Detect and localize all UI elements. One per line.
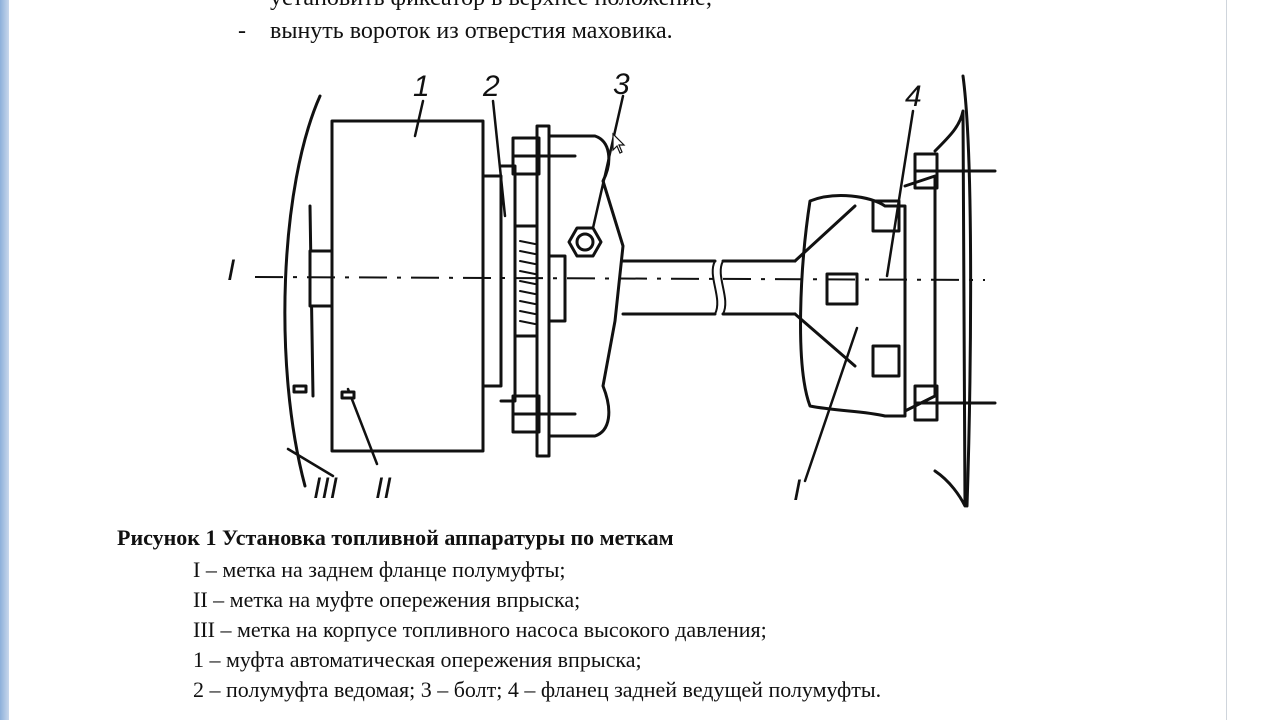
legend-item: I – метка на заднем фланце полумуфты; <box>193 557 566 582</box>
callout-4: 4 <box>905 80 922 113</box>
coupling-body <box>547 134 625 438</box>
mark-label-ii: II <box>375 472 392 505</box>
callout-3: 3 <box>613 68 630 101</box>
bullet-item: -вынуть вороток из отверстия маховика. <box>238 17 673 45</box>
drive-half-coupling <box>799 194 907 418</box>
window-left-edge <box>0 0 9 720</box>
legend-item: 1 – муфта автоматическая опережения впры… <box>193 647 642 672</box>
callout-2: 2 <box>482 70 500 103</box>
technical-drawing: I 1 2 3 4 III II I <box>215 66 1005 521</box>
bolt-3 <box>567 226 603 258</box>
legend-item: 2 – полумуфта ведомая; 3 – болт; 4 – фла… <box>193 677 882 702</box>
center-axis <box>254 276 986 281</box>
left-plate <box>283 94 322 488</box>
hub-block <box>308 249 334 308</box>
bullet-text: вынуть вороток из отверстия маховика. <box>270 18 673 44</box>
legend-item: III – метка на корпусе топливного насоса… <box>193 617 767 642</box>
bullet-text: установить фиксатор в верхнее положение; <box>270 0 712 11</box>
document-right-gutter <box>1226 0 1280 720</box>
callout-1: 1 <box>413 70 430 103</box>
legend-item: II – метка на муфте опережения впрыска; <box>193 587 581 612</box>
bullet-marker: - <box>238 18 246 44</box>
drawing-svg: I 1 2 3 4 III II I <box>227 68 997 508</box>
figure-legend: I – метка на заднем фланце полумуфты; II… <box>193 555 881 705</box>
mark-label-iii: III <box>313 472 338 505</box>
arrow-pointer-icon <box>612 132 626 154</box>
bullet-marker: - <box>238 0 270 12</box>
right-plate <box>933 109 967 508</box>
rear-flange-4 <box>903 174 937 413</box>
pump-body <box>330 119 485 453</box>
mark-label-i-left: I <box>227 254 235 287</box>
bullet-item: -установить фиксатор в верхнее положение… <box>238 0 712 12</box>
drive-shaft <box>621 259 717 316</box>
figure-caption: Рисунок 1 Установка топливной аппаратуры… <box>117 525 674 550</box>
mark-label-i-right: I <box>793 474 801 507</box>
